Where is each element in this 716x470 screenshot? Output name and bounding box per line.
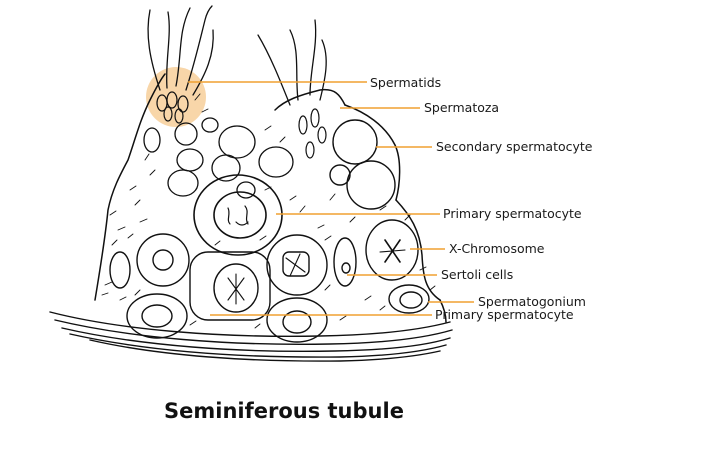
x-chromosome-cell: [365, 219, 419, 281]
diagram-caption: Seminiferous tubule: [164, 399, 404, 423]
middle-cells: [109, 233, 328, 296]
label-secondary-spermatocyte: Secondary spermatocyte: [436, 139, 593, 154]
cytoplasm-hatching: [101, 93, 436, 329]
label-sertoli-cells: Sertoli cells: [441, 267, 513, 282]
label-spermatogonium: Spermatogonium: [478, 294, 586, 309]
label-primary-spermatocyte-lower: Primary spermatocyte: [435, 307, 574, 322]
basal-cells: [126, 284, 430, 343]
sertoli-cell: [333, 237, 357, 287]
label-primary-spermatocyte-upper: Primary spermatocyte: [443, 206, 582, 221]
primary-spermatocyte-large: [193, 174, 283, 256]
spermatid-cells: [143, 117, 294, 199]
basement-membrane: [49, 311, 453, 362]
secondary-spermatocyte-cells: [329, 119, 396, 210]
primary-spermatocyte-lower: [189, 251, 271, 321]
sperm-heads: [156, 91, 327, 159]
label-spermatids: Spermatids: [370, 75, 441, 90]
label-spermatozoa: Spermatoza: [424, 100, 499, 115]
leader-lines: [188, 81, 474, 316]
label-x-chromosome: X-Chromosome: [449, 241, 545, 256]
sperm-tails: [147, 5, 327, 106]
